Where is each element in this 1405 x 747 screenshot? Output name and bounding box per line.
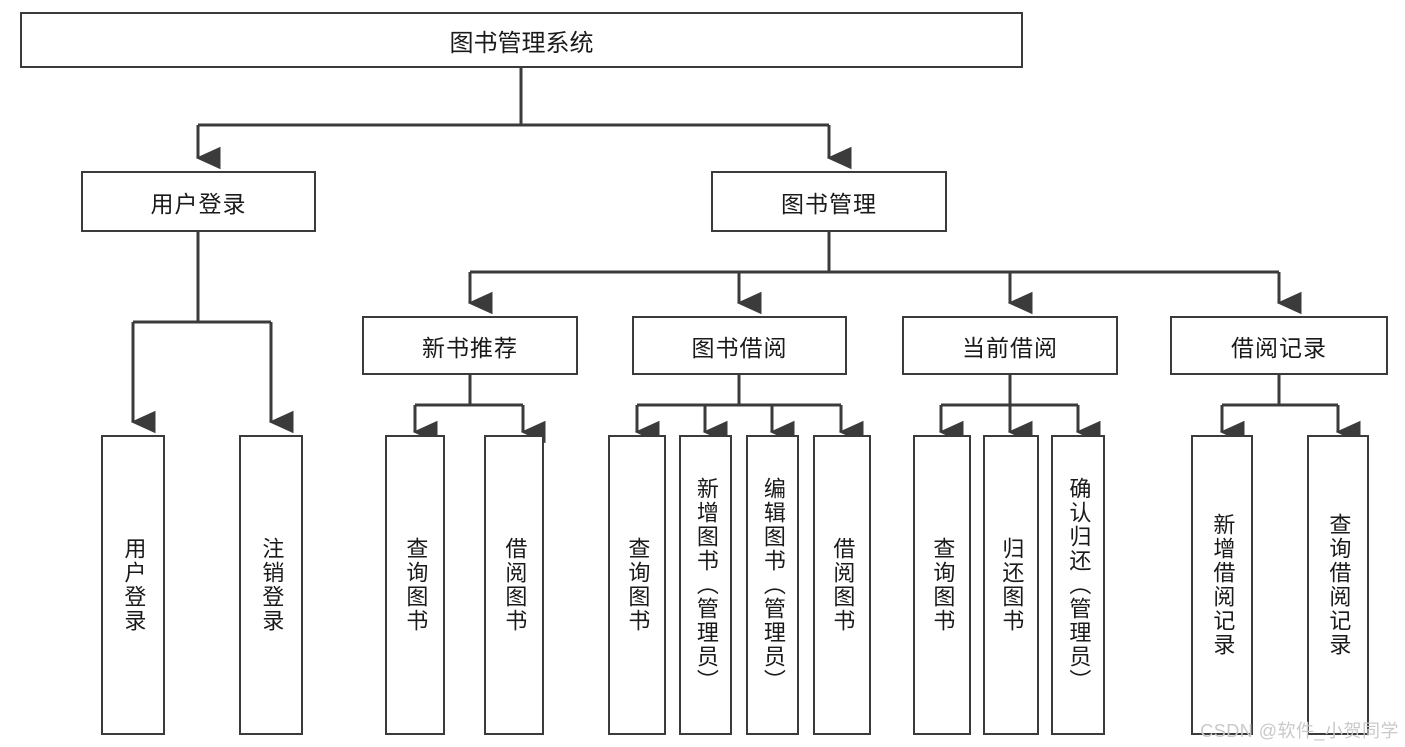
leaf-borrow-book-recommend[interactable]: 借阅图书 [484,435,544,735]
leaf-label: 查询图书 [930,537,956,633]
leaf-add-borrow-record[interactable]: 新增借阅记录 [1191,435,1253,735]
leaf-label: 查询图书 [403,537,429,633]
leaf-label: 查询图书 [625,537,651,633]
node-current-borrow[interactable]: 当前借阅 [902,316,1118,375]
watermark-text: CSDN @软件_小贺同学 [1200,721,1399,741]
node-user-login[interactable]: 用户登录 [81,171,316,232]
node-root-system[interactable]: 图书管理系统 [20,12,1023,68]
leaf-edit-book-admin[interactable]: 编辑图书（管理员） [746,435,799,735]
leaf-label: 用户登录 [121,537,147,633]
node-book-borrow[interactable]: 图书借阅 [632,316,847,375]
leaf-label: 查询借阅记录 [1326,513,1352,657]
leaf-label: 借阅图书 [502,537,528,633]
leaf-label: 确认归还（管理员） [1066,477,1092,693]
leaf-query-book-current[interactable]: 查询图书 [913,435,971,735]
node-borrow-records[interactable]: 借阅记录 [1170,316,1388,375]
node-new-book-recommend[interactable]: 新书推荐 [362,316,578,375]
leaf-add-book-admin[interactable]: 新增图书（管理员） [679,435,732,735]
leaf-label: 新增图书（管理员） [693,477,719,693]
leaf-label: 归还图书 [999,537,1025,633]
leaf-borrow-book[interactable]: 借阅图书 [813,435,871,735]
leaf-label: 借阅图书 [830,537,856,633]
node-label: 图书管理系统 [449,29,594,57]
leaf-label: 编辑图书（管理员） [760,477,786,693]
leaf-query-book-borrow[interactable]: 查询图书 [608,435,666,735]
node-label: 图书管理 [781,190,877,217]
node-label: 新书推荐 [422,334,518,361]
leaf-query-book-recommend[interactable]: 查询图书 [385,435,445,735]
leaf-query-borrow-record[interactable]: 查询借阅记录 [1307,435,1369,735]
leaf-label: 新增借阅记录 [1210,513,1236,657]
leaf-label: 注销登录 [259,537,285,633]
node-label: 图书借阅 [691,334,788,361]
leaf-confirm-return-admin[interactable]: 确认归还（管理员） [1051,435,1105,735]
node-book-management[interactable]: 图书管理 [711,171,947,232]
leaf-return-book[interactable]: 归还图书 [983,435,1039,735]
leaf-logout[interactable]: 注销登录 [239,435,303,735]
node-label: 用户登录 [150,190,247,217]
node-label: 借阅记录 [1231,334,1327,361]
node-label: 当前借阅 [962,334,1058,361]
leaf-user-login[interactable]: 用户登录 [101,435,165,735]
